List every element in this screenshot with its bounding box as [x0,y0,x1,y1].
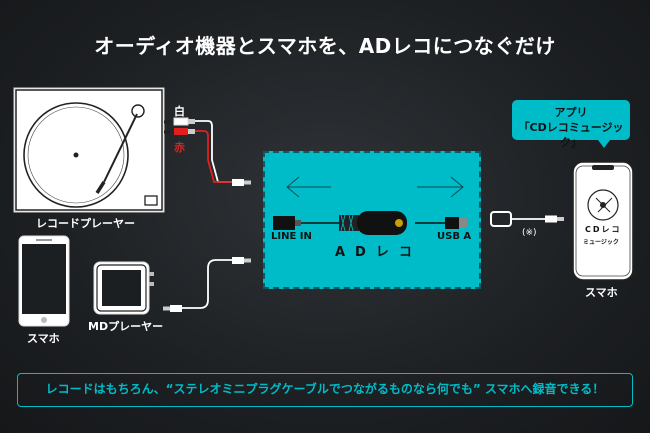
smartphone-left-label: スマホ [27,332,60,345]
device-name-label: ADレコ [335,245,422,260]
page-title: オーディオ機器とスマホを、ADレコにつなぐだけ [94,34,556,58]
md-player-label: MDプレーヤー [88,320,164,333]
record-player-illustration [13,87,170,213]
usb-a-label: USB A [437,231,472,242]
md-player-illustration [93,261,154,315]
note-label: (※) [522,228,537,238]
bottom-banner: レコードはもちろん、“ステレオミニプラグケーブルでつながるものなら何でも” スマ… [17,373,633,407]
white-label: 白 [174,105,185,118]
smartphone-right-label: スマホ [585,286,618,299]
record-player-label: レコードプレーヤー [36,217,135,230]
arrow-left-icon [286,176,331,198]
app-callout-line2: 「CDレコミュージック」 [518,121,624,149]
app-icon-line2: ミュージック [583,239,619,246]
device-illustration [273,176,467,235]
app-icon-line1: CDレコ [585,225,622,234]
line-in-label: LINE IN [271,231,312,242]
rca-plugs [173,117,251,186]
app-callout-line1: アプリ [554,106,588,119]
smartphone-right-illustration [572,161,634,281]
smartphone-left-illustration [18,235,70,327]
md-cable [163,257,251,312]
usb-adapter-cable [490,211,564,227]
ad-reco-device-box: LINE IN USB A ADレコ [263,151,481,289]
arrow-right-icon [417,176,464,198]
app-callout: アプリ 「CDレコミュージック」 [512,100,630,149]
red-label: 赤 [174,141,185,154]
